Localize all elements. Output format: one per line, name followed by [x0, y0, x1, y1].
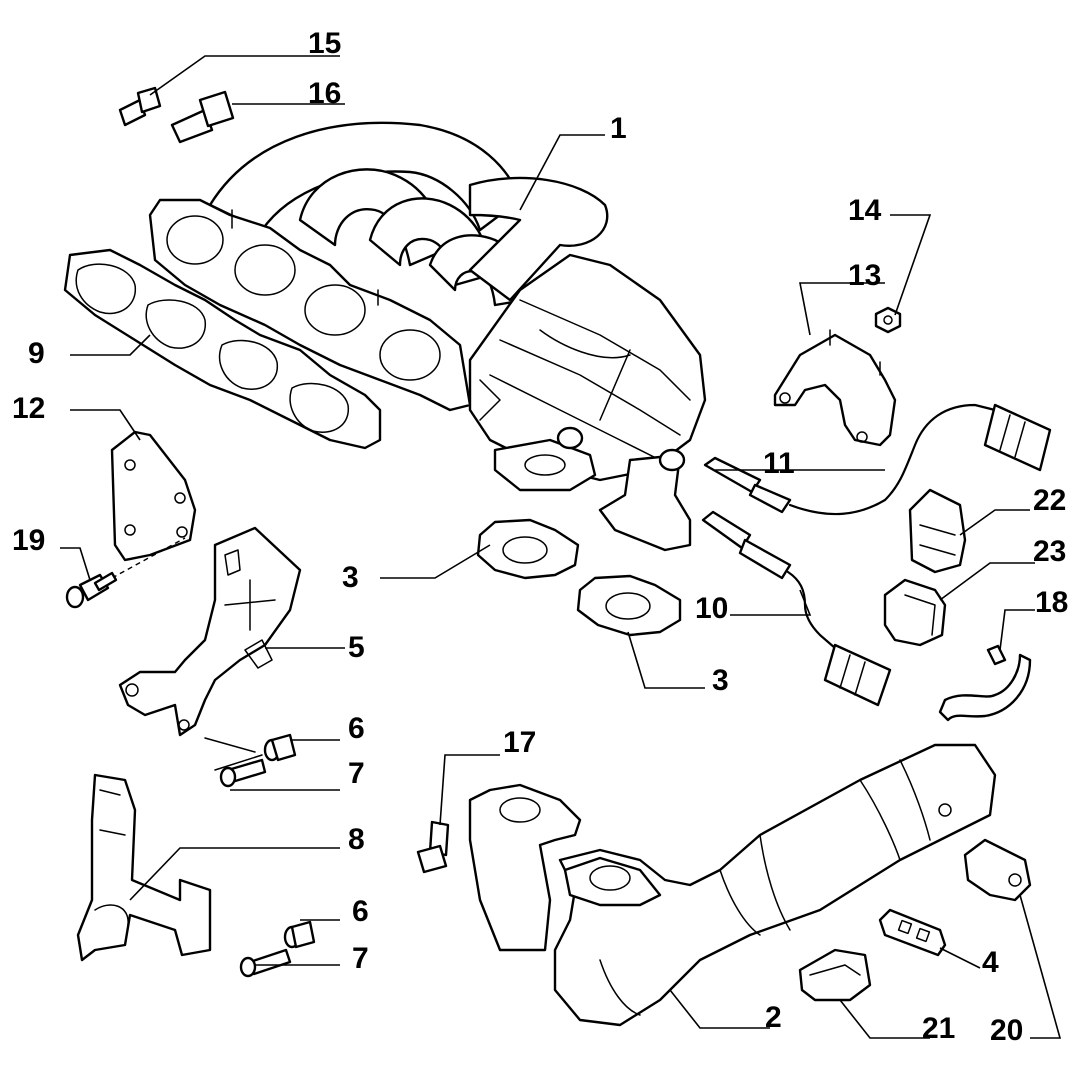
callout-16: 16 — [308, 77, 341, 110]
gasket-lower[interactable] — [576, 574, 682, 637]
callout-14: 14 — [848, 194, 882, 227]
exhaust-manifold-catalyst[interactable] — [148, 121, 707, 552]
stud-17[interactable] — [416, 820, 450, 874]
callout-17: 17 — [503, 726, 536, 759]
callout-13: 13 — [848, 259, 881, 292]
nut-6-lower[interactable] — [283, 920, 316, 949]
callout-2: 2 — [765, 1001, 782, 1034]
damper-23[interactable] — [883, 578, 947, 647]
callout-labels: 15 16 1 9 12 19 5 6 7 8 6 7 3 3 11 10 13… — [12, 27, 1068, 1047]
oxygen-sensor-upstream[interactable] — [703, 403, 1052, 516]
lower-bracket[interactable] — [76, 773, 212, 962]
nut-6-upper[interactable] — [263, 733, 297, 762]
callout-10: 10 — [695, 592, 728, 625]
callout-20: 20 — [990, 1014, 1023, 1047]
callout-12: 12 — [12, 392, 45, 425]
callout-18: 18 — [1035, 586, 1068, 619]
leader-lines — [60, 55, 1062, 1039]
callout-4: 4 — [982, 946, 999, 979]
assembly-lines-6-7 — [204, 737, 263, 771]
stud-16[interactable] — [170, 90, 235, 144]
callout-15: 15 — [308, 27, 341, 60]
callout-7b: 7 — [352, 942, 369, 975]
bolt-7-lower[interactable] — [239, 948, 292, 978]
stud-15[interactable] — [118, 86, 162, 127]
gasket-upper[interactable] — [476, 518, 580, 580]
clip-22[interactable] — [908, 488, 967, 574]
clamp-band-18[interactable] — [938, 644, 1032, 722]
callout-23: 23 — [1033, 535, 1066, 568]
callout-3a: 3 — [342, 561, 359, 594]
callout-5: 5 — [348, 631, 365, 664]
assembly-line — [111, 537, 186, 579]
manifold-gasket[interactable] — [63, 248, 382, 450]
bolt-19[interactable] — [65, 571, 118, 609]
front-pipe-catalyst[interactable] — [468, 743, 997, 1027]
callout-3b: 3 — [712, 664, 729, 697]
sleeve-21[interactable] — [798, 948, 872, 1002]
callout-1: 1 — [610, 112, 627, 145]
callout-21: 21 — [922, 1012, 955, 1045]
callout-8: 8 — [348, 823, 365, 856]
oxygen-sensor-downstream[interactable] — [701, 510, 892, 707]
rubber-hanger-20[interactable] — [963, 838, 1032, 902]
mounting-bracket[interactable] — [118, 526, 302, 737]
callout-22: 22 — [1033, 484, 1066, 517]
callout-19: 19 — [12, 524, 45, 557]
callout-11: 11 — [763, 447, 795, 480]
nut-14[interactable] — [874, 306, 902, 334]
callout-6a: 6 — [348, 712, 365, 745]
heat-shield-bracket[interactable] — [110, 430, 197, 562]
callout-7a: 7 — [348, 757, 365, 790]
bolt-7-upper[interactable] — [219, 758, 267, 788]
cat-support-bracket[interactable] — [773, 329, 897, 447]
rubber-mount-4[interactable] — [878, 908, 947, 957]
callout-9: 9 — [28, 337, 45, 370]
callout-6b: 6 — [352, 895, 369, 928]
